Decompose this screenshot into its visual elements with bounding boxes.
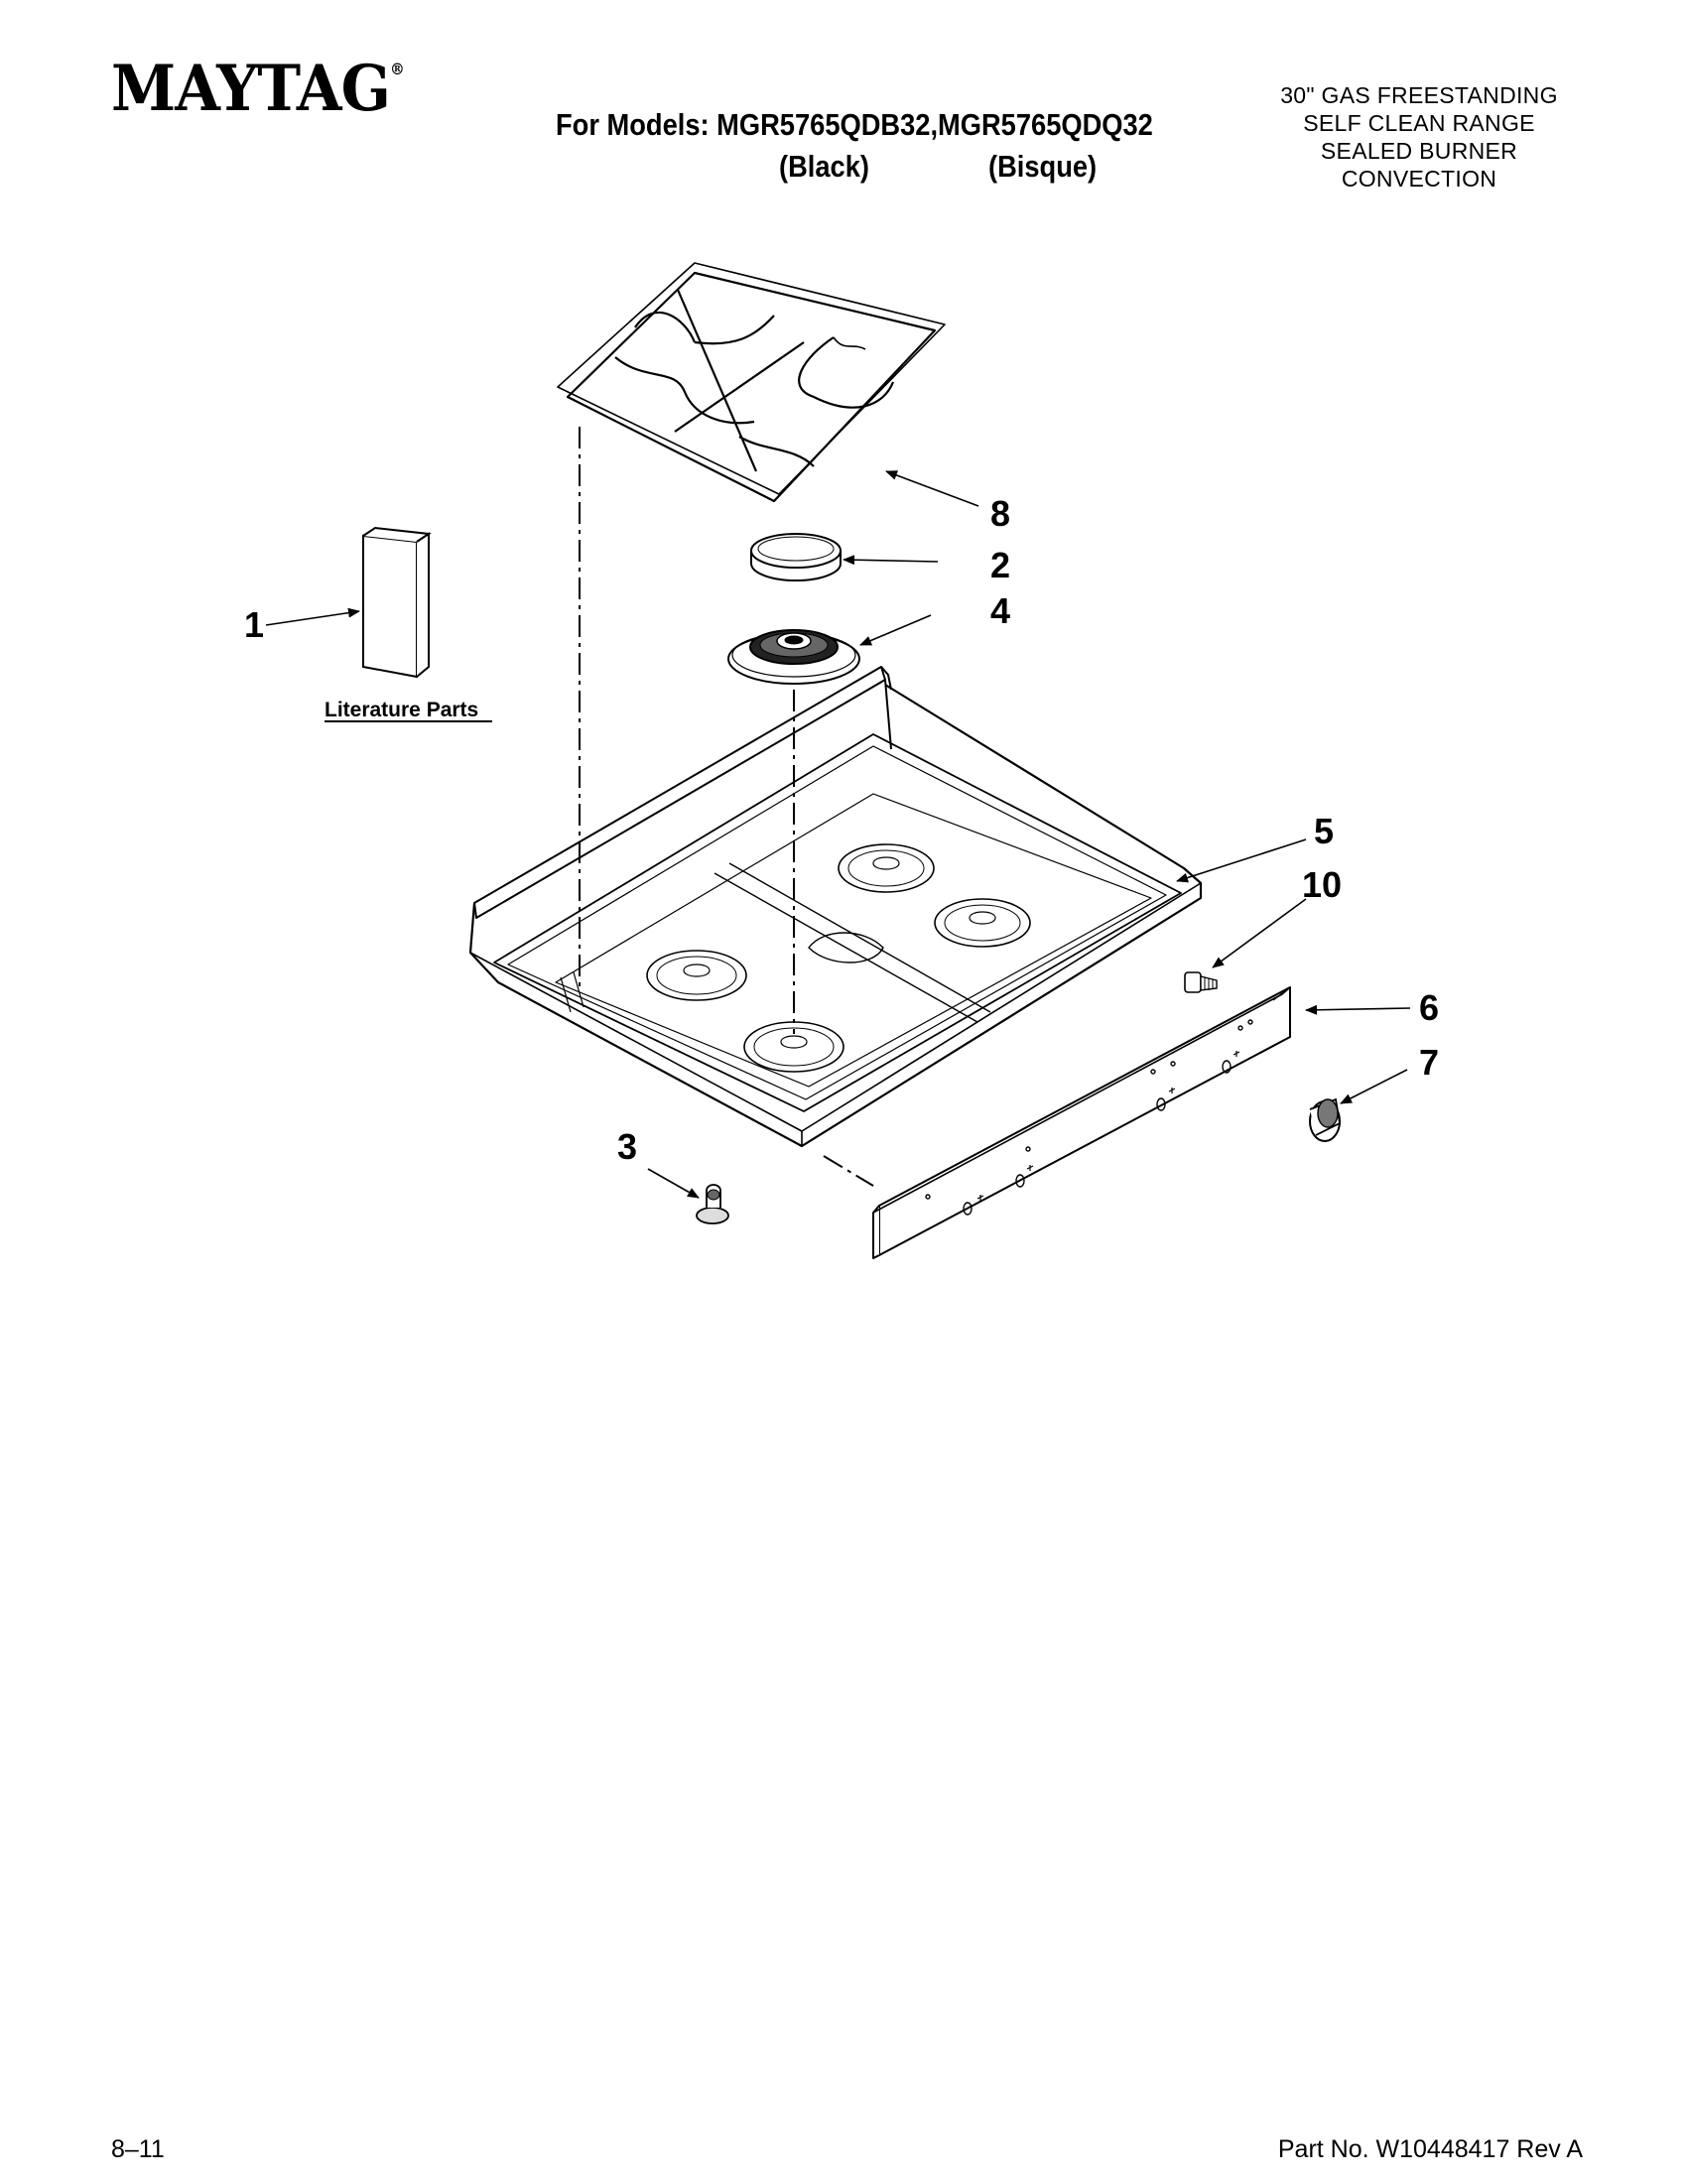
callout-number: 8: [990, 493, 1010, 534]
color-black: (Black): [779, 149, 869, 184]
screw: [1184, 971, 1218, 993]
callout-number: 2: [990, 545, 1010, 585]
footer-part-number: Part No. W10448417 Rev A: [1277, 2135, 1583, 2163]
callout-number: 3: [617, 1126, 637, 1167]
footer-date: 8–11: [111, 2135, 165, 2163]
description-line: SELF CLEAN RANGE: [1303, 110, 1535, 136]
callout-number: 5: [1314, 811, 1334, 851]
grate: [557, 262, 946, 503]
grate-foot: [696, 1184, 729, 1224]
product-description: 30" GAS FREESTANDING SELF CLEAN RANGE SE…: [1181, 81, 1657, 193]
literature-book: [362, 526, 432, 679]
callout-number: 4: [990, 590, 1010, 631]
callout-number: 7: [1419, 1042, 1439, 1083]
literature-parts-label: Literature Parts: [325, 699, 478, 721]
callout-arrows: [265, 470, 1411, 1199]
manifold-panel: [872, 986, 1291, 1259]
color-bisque: (Bisque): [988, 149, 1098, 184]
burner-cap: [750, 533, 842, 581]
callout-number: 6: [1419, 987, 1439, 1028]
alignment-lines: [579, 427, 874, 1187]
callout-number: 1: [244, 604, 264, 645]
description-line: 30" GAS FREESTANDING: [1280, 82, 1558, 108]
control-knob: [1309, 1097, 1341, 1142]
callout-number: 10: [1302, 864, 1342, 905]
burner-base: [727, 629, 860, 685]
brand-logo: MAYTAG®: [111, 52, 405, 126]
description-line: CONVECTION: [1341, 166, 1497, 192]
models-line: For Models: MGR5765QDB32,MGR5765QDQ32: [556, 107, 1153, 142]
description-line: SEALED BURNER: [1320, 138, 1518, 164]
main-top: [468, 666, 1203, 1148]
